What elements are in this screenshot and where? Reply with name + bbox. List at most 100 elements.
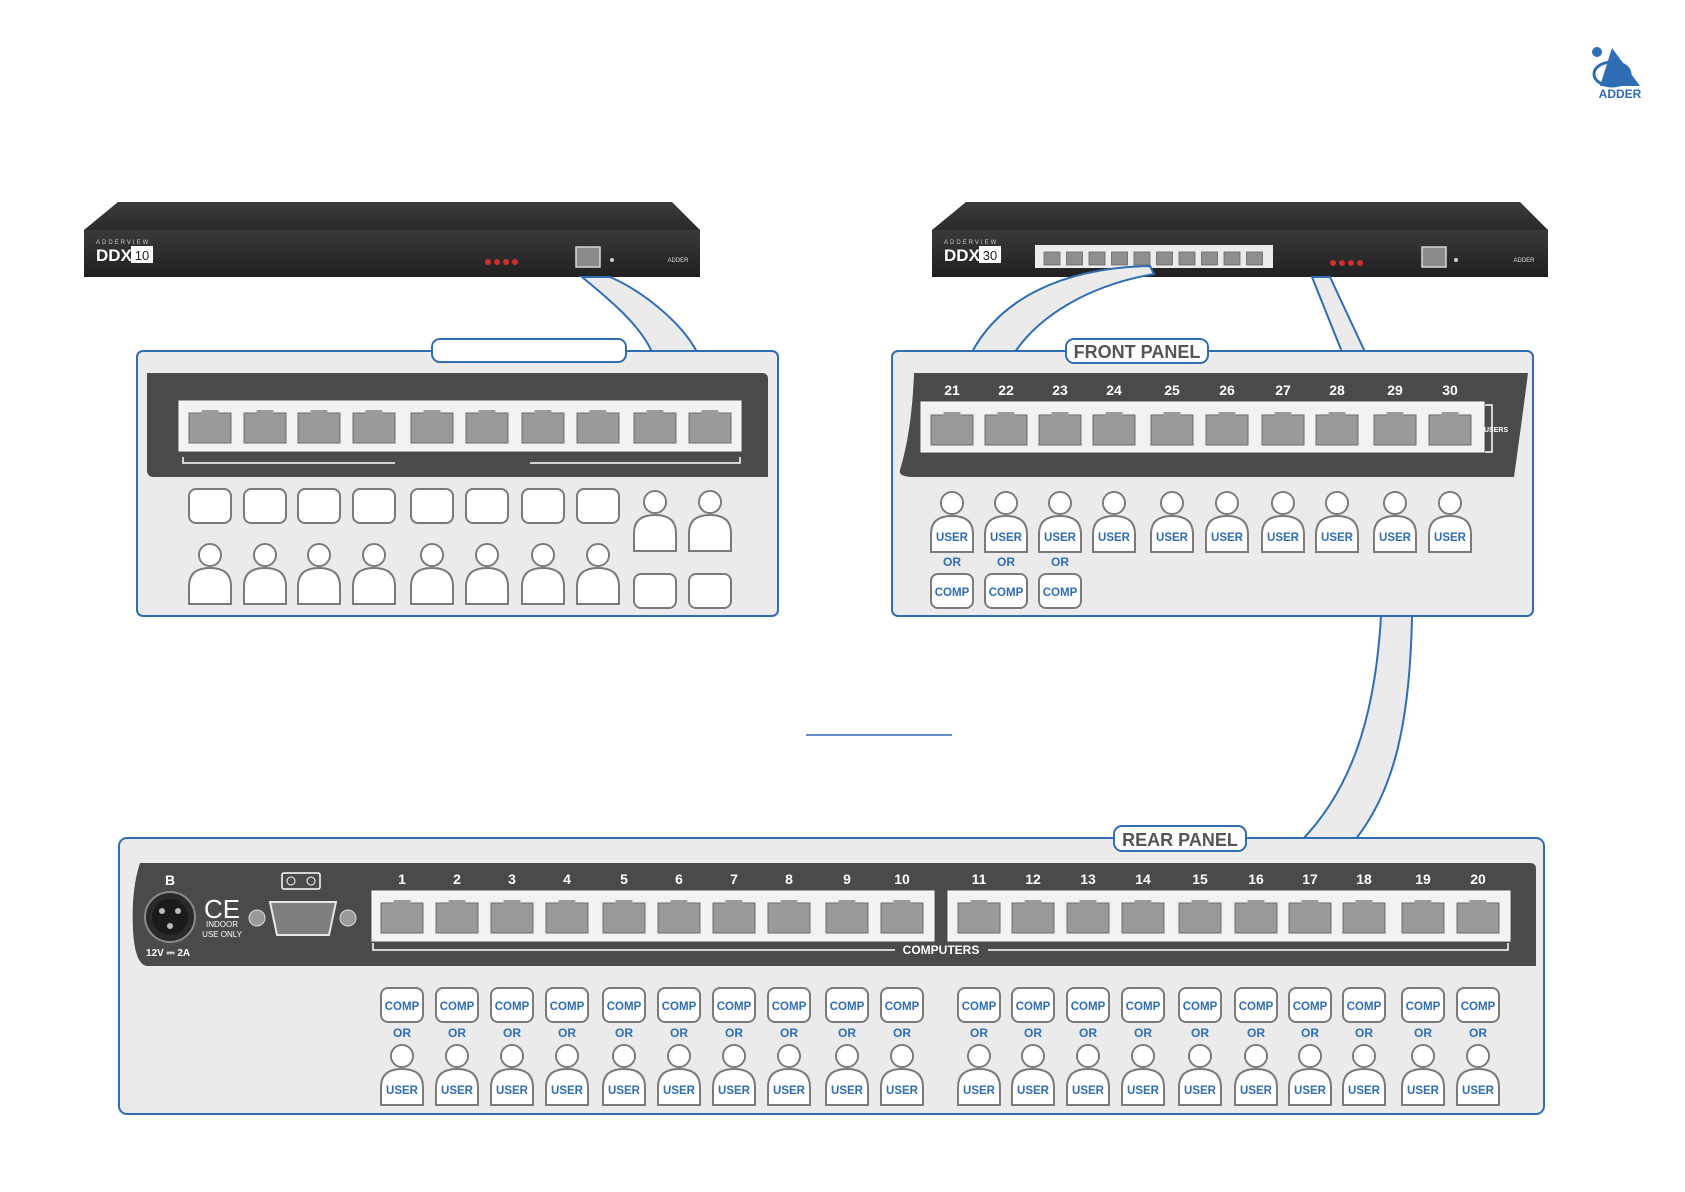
rear-port-6	[657, 900, 701, 934]
front-port-26	[1205, 412, 1249, 446]
ddx10-user-10	[688, 490, 732, 552]
ddx10-port-5	[410, 410, 454, 444]
ddx10-model-num: 10	[135, 248, 149, 263]
rear-comp-6-label: COMP	[662, 1001, 697, 1013]
rear-comp-8-label: COMP	[772, 1001, 807, 1013]
rear-port-9	[825, 900, 869, 934]
rear-comp-8: COMP	[767, 987, 811, 1023]
rear-user-2-label: USER	[441, 1085, 474, 1097]
front-user-22: USER	[984, 491, 1028, 553]
front-port-number-27: 27	[1275, 382, 1291, 398]
rear-or-7: OR	[725, 1026, 743, 1040]
ddx10-comp-10	[688, 573, 732, 609]
front-port-24	[1092, 412, 1136, 446]
rear-port-number-11: 11	[972, 871, 987, 887]
rear-port-number-20: 20	[1470, 871, 1486, 887]
rear-user-9-label: USER	[831, 1085, 864, 1097]
power-letter: B	[165, 872, 175, 888]
rear-port-number-5: 5	[620, 871, 628, 887]
rear-comp-14: COMP	[1121, 987, 1165, 1023]
rear-or-8: OR	[780, 1026, 798, 1040]
rear-user-16-label: USER	[1240, 1085, 1273, 1097]
rear-comp-1: COMP	[380, 987, 424, 1023]
rear-comp-10: COMP	[880, 987, 924, 1023]
front-port-number-22: 22	[998, 382, 1014, 398]
rear-user-4-label: USER	[551, 1085, 584, 1097]
rear-or-19: OR	[1414, 1026, 1432, 1040]
ddx10-user-7	[521, 543, 565, 605]
rear-user-5: USER	[602, 1044, 646, 1106]
rear-user-6: USER	[657, 1044, 701, 1106]
rear-port-2	[435, 900, 479, 934]
rear-user-13: USER	[1066, 1044, 1110, 1106]
front-or-23: OR	[1051, 555, 1069, 569]
rear-port-7	[712, 900, 756, 934]
ddx10-model-prefix: DDX	[96, 246, 133, 265]
rear-or-3: OR	[503, 1026, 521, 1040]
rear-or-17: OR	[1301, 1026, 1319, 1040]
front-port-number-30: 30	[1442, 382, 1458, 398]
rear-port-number-17: 17	[1302, 871, 1318, 887]
rear-port-number-19: 19	[1415, 871, 1431, 887]
rear-comp-13-label: COMP	[1071, 1001, 1106, 1013]
front-comp-21-label: COMP	[935, 587, 970, 599]
front-user-21: USER	[930, 491, 974, 553]
ddx10-comp-1	[188, 488, 232, 524]
rear-port-19	[1401, 900, 1445, 934]
rear-comp-12-label: COMP	[1016, 1001, 1051, 1013]
rear-comp-18: COMP	[1342, 987, 1386, 1023]
ddx10-user-3	[297, 543, 341, 605]
ddx10-user-4	[352, 543, 396, 605]
rear-comp-3-label: COMP	[495, 1001, 530, 1013]
ddx30-rear-callout-connector-top	[1310, 276, 1367, 353]
rear-panel-label	[1113, 825, 1247, 852]
front-user-28: USER	[1315, 491, 1359, 553]
rear-comp-2: COMP	[435, 987, 479, 1023]
rear-comp-7-label: COMP	[717, 1001, 752, 1013]
rear-user-7: USER	[712, 1044, 756, 1106]
ddx10-comp-3	[297, 488, 341, 524]
ddx10-port-2	[243, 410, 287, 444]
rear-comp-4: COMP	[545, 987, 589, 1023]
ddx30-mini-port-25	[1133, 251, 1151, 266]
ddx10-port-row	[188, 410, 732, 444]
rear-or-15: OR	[1191, 1026, 1209, 1040]
serial-port	[248, 901, 357, 936]
front-user-30: USER	[1428, 491, 1472, 553]
front-comp-23-label: COMP	[1043, 587, 1078, 599]
rear-user-12: USER	[1011, 1044, 1055, 1106]
rear-port-number-16: 16	[1248, 871, 1264, 887]
rear-user-15: USER	[1178, 1044, 1222, 1106]
rear-user-4: USER	[545, 1044, 589, 1106]
rear-user-20: USER	[1456, 1044, 1500, 1106]
rear-comp-13: COMP	[1066, 987, 1110, 1023]
rear-port-devices: COMP OR USER COMP OR USER COMP OR USER COMP OR USER…	[380, 987, 1500, 1106]
rear-comp-9-label: COMP	[830, 1001, 865, 1013]
power-connector	[144, 891, 196, 943]
front-panel-label	[1065, 338, 1209, 364]
rear-port-10	[880, 900, 924, 934]
front-user-23: USER	[1038, 491, 1082, 553]
users-side-label: USERS	[1484, 427, 1508, 434]
rear-or-4: OR	[558, 1026, 576, 1040]
ddx10-device-icons	[188, 488, 732, 609]
ddx30-mini-port-22	[1066, 251, 1083, 266]
front-user-22-label: USER	[990, 532, 1023, 544]
rear-comp-20: COMP	[1456, 987, 1500, 1023]
logo-text: ADDER	[1599, 87, 1642, 101]
ddx30-device: ADDERVIEW DDX 30 ADDER	[932, 202, 1548, 277]
rear-port-number-6: 6	[675, 871, 683, 887]
rear-user-6-label: USER	[663, 1085, 696, 1097]
rear-port-8	[767, 900, 811, 934]
front-port-number-23: 23	[1052, 382, 1068, 398]
serial-port-icon	[281, 872, 321, 890]
front-user-25-label: USER	[1156, 532, 1189, 544]
rear-comp-5: COMP	[602, 987, 646, 1023]
rear-port-4	[545, 900, 589, 934]
rear-comp-15-label: COMP	[1183, 1001, 1218, 1013]
indoor-line1: INDOOR	[206, 920, 238, 929]
ddx10-device: ADDERVIEW DDX 10 ADDER	[84, 202, 700, 277]
rear-comp-11: COMP	[957, 987, 1001, 1023]
front-or-21: OR	[943, 555, 961, 569]
